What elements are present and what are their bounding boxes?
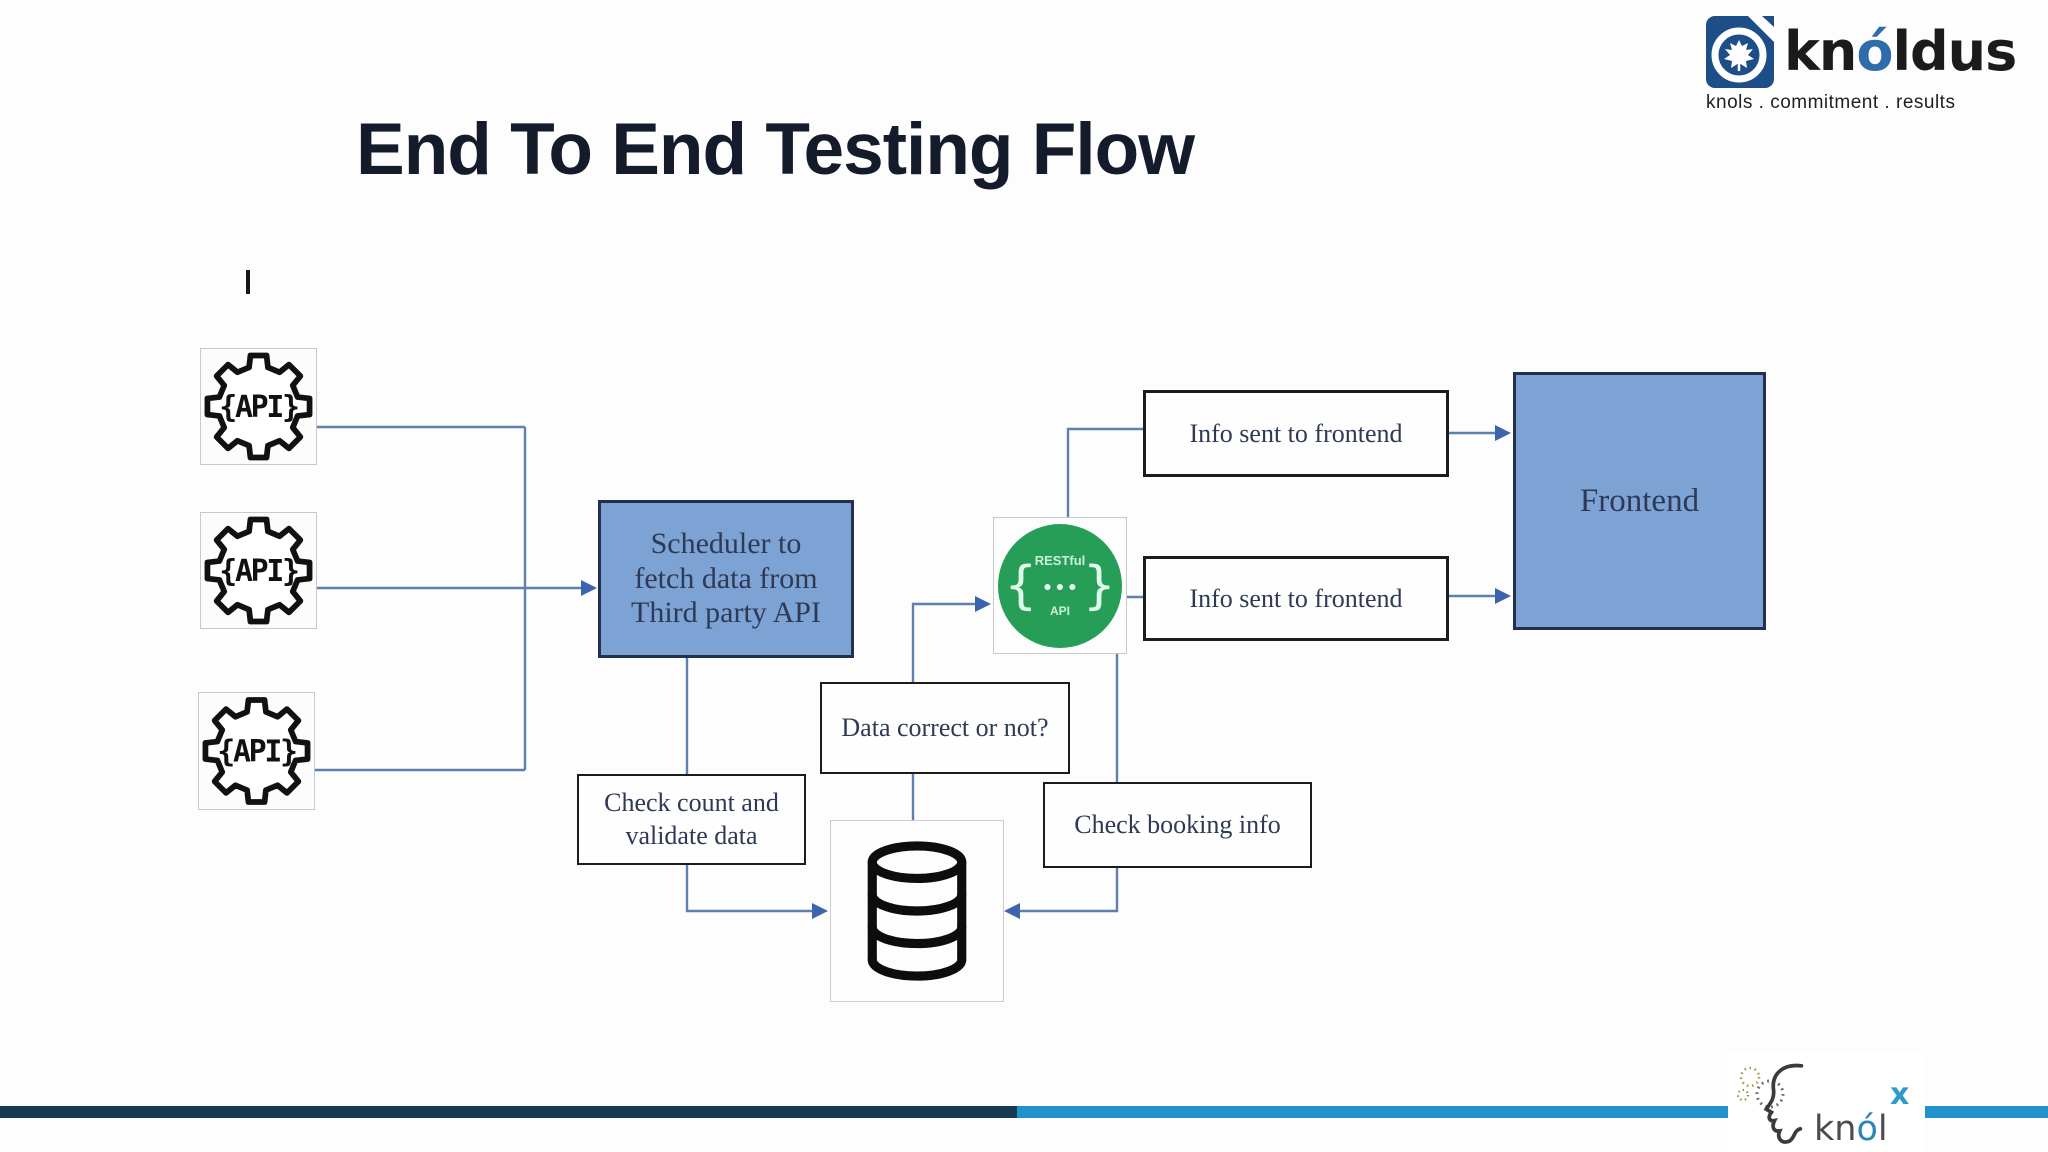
third-party-api-node-1: {API} [200,348,317,465]
footer-divider-dark [0,1106,1017,1118]
database-cylinder-icon [867,841,967,981]
check-count-box: Check count and validate data [577,774,806,865]
arrow-to-db-right [1004,903,1020,919]
svg-text:{API}: {API} [219,390,298,425]
info-sent-to-frontend-top: Info sent to frontend [1143,390,1449,477]
gear-api-icon: {API} [204,516,313,625]
footer-divider-light-right [1925,1106,2048,1118]
database-node [830,820,1004,1002]
knoldus-maple-leaf-icon [1706,16,1774,88]
gear-api-icon: {API} [202,697,311,805]
scheduler-node: Scheduler to fetch data from Third party… [598,500,854,658]
data-correct-box: Data correct or not? [820,682,1070,774]
third-party-api-node-2: {API} [200,512,317,629]
third-party-api-node-3: {API} [198,692,315,810]
knolx-head-profile-icon [1763,1063,1804,1144]
check-booking-box: Check booking info [1043,782,1312,868]
gear-api-icon: {API} [204,352,313,461]
brand-wordmark: knóldus [1784,20,2017,83]
footer-divider-light [1017,1106,1728,1118]
arrow-to-frontend-top [1495,425,1511,441]
arrow-to-restful [975,596,991,612]
gear-dots-icon [1736,1066,1785,1109]
arrow-to-frontend-bottom [1495,588,1511,604]
knolx-wordmark: knól [1814,1109,1888,1149]
text-cursor-artifact [246,270,250,294]
page-title: End To End Testing Flow [356,109,1195,190]
arrow-to-scheduler [581,580,597,596]
knolx-x-superscript: x [1890,1077,1910,1112]
info-sent-to-frontend-bottom: Info sent to frontend [1143,556,1449,641]
restful-api-node: RESTful { ●●● } API [993,517,1127,654]
knolx-logo: knól x [1728,1053,1925,1152]
restful-api-icon: RESTful { ●●● } API [998,523,1122,648]
frontend-node: Frontend [1513,372,1766,630]
arrow-to-db-left [812,903,828,919]
brand-tagline: knols . commitment . results [1706,92,1956,113]
knoldus-logo: knóldus knols . commitment . results [1706,14,2036,114]
svg-text:{API}: {API} [217,734,296,769]
svg-text:{API}: {API} [219,554,298,589]
